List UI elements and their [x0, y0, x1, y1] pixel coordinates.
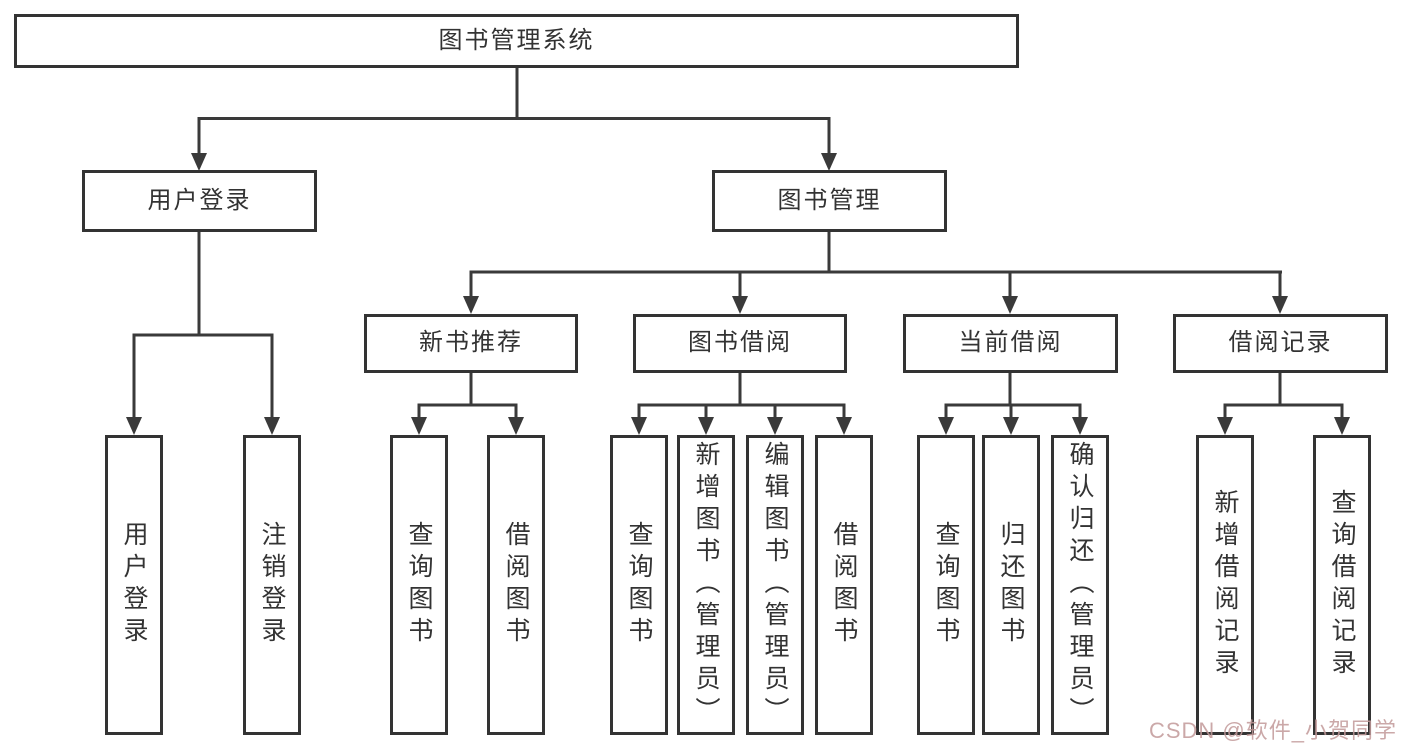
node-borrow-records: 借阅记录 [1173, 314, 1388, 373]
leaf-add-borrow-record: 新增借阅记录 [1196, 435, 1254, 735]
node-new-book-recommend: 新书推荐 [364, 314, 578, 373]
leaf-query-books-current: 查询图书 [917, 435, 975, 735]
node-root-system: 图书管理系统 [14, 14, 1019, 68]
node-user-login-module: 用户登录 [82, 170, 317, 232]
leaf-query-borrow-record: 查询借阅记录 [1313, 435, 1371, 735]
node-current-borrow: 当前借阅 [903, 314, 1118, 373]
leaf-return-books: 归还图书 [982, 435, 1040, 735]
leaf-borrow-books: 借阅图书 [815, 435, 873, 735]
leaf-user-login: 用户登录 [105, 435, 163, 735]
csdn-watermark: CSDN @软件_小贺同学 [1148, 718, 1397, 743]
leaf-query-books-recommend: 查询图书 [390, 435, 448, 735]
leaf-edit-books-admin: 编辑图书（管理员） [746, 435, 804, 735]
node-book-borrow: 图书借阅 [633, 314, 847, 373]
leaf-add-books-admin: 新增图书（管理员） [677, 435, 735, 735]
leaf-query-books-borrow: 查询图书 [610, 435, 668, 735]
leaf-confirm-return-admin: 确认归还（管理员） [1051, 435, 1109, 735]
leaf-borrow-books-recommend: 借阅图书 [487, 435, 545, 735]
leaf-logout: 注销登录 [243, 435, 301, 735]
node-book-management-module: 图书管理 [712, 170, 947, 232]
